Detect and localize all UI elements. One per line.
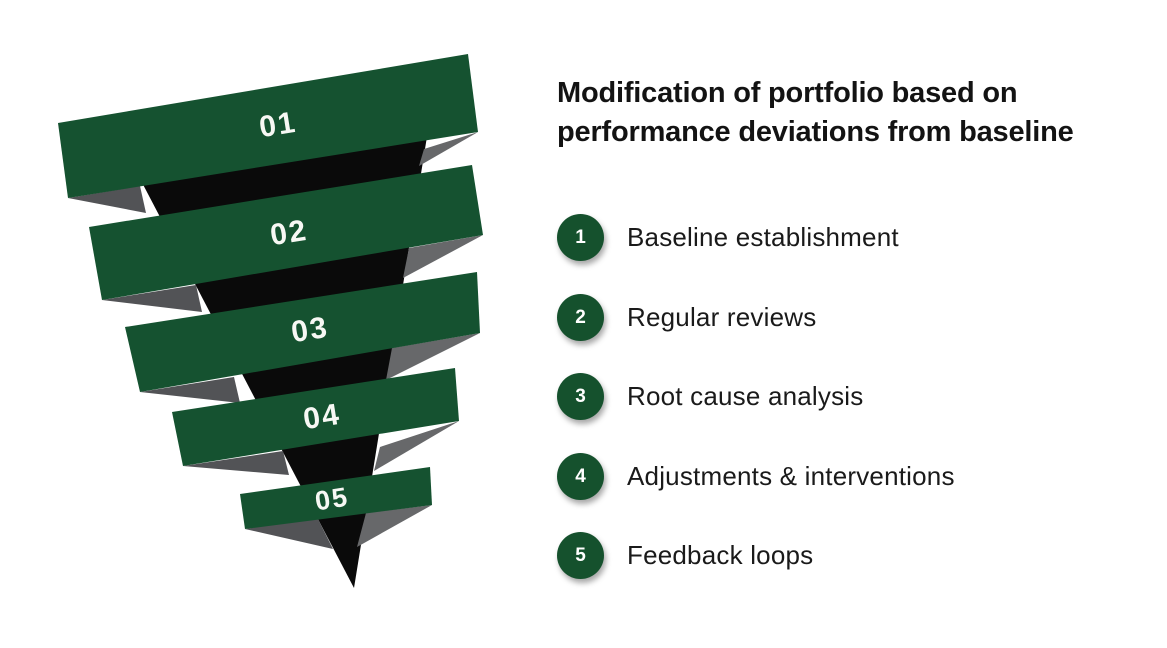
- band-01-fold-left: [68, 186, 146, 213]
- step-5-label: Feedback loops: [627, 540, 814, 570]
- step-3-badge: 3: [557, 373, 604, 420]
- step-5-badge: 5: [557, 532, 604, 579]
- band-02-number: 02: [268, 214, 310, 252]
- band-01-number: 01: [257, 106, 299, 144]
- funnel-band-01: 01: [58, 54, 478, 198]
- band-04-shape: [172, 368, 459, 466]
- steps-list: 1 Baseline establishment 2 Regular revie…: [557, 214, 955, 579]
- step-row-2: 2 Regular reviews: [557, 293, 955, 341]
- band-05-fold-left: [245, 517, 333, 549]
- step-3-label: Root cause analysis: [627, 381, 864, 411]
- band-03-fold-left: [140, 377, 240, 403]
- funnel-band-04: 04: [172, 368, 459, 466]
- funnel-band-03: 03: [125, 272, 480, 392]
- band-03-shape: [125, 272, 480, 392]
- band-02-fold-left: [102, 285, 202, 312]
- step-2-label: Regular reviews: [627, 301, 817, 332]
- funnel-diagram: 01 02 03 04 05: [58, 54, 483, 588]
- band-03-fold-right: [386, 333, 480, 380]
- page-title: Modification of portfolio based on perfo…: [557, 77, 1074, 148]
- band-01-shape: [58, 54, 478, 198]
- step-4-label: Adjustments & interventions: [627, 460, 955, 491]
- step-5-number: 5: [575, 545, 586, 566]
- step-row-4: 4 Adjustments & interventions: [557, 452, 955, 500]
- step-2-number: 2: [575, 306, 586, 328]
- band-04-fold-left: [183, 451, 289, 475]
- step-1-label: Baseline establishment: [627, 222, 899, 252]
- step-3-number: 3: [575, 386, 586, 407]
- step-1-number: 1: [575, 227, 586, 248]
- band-04-number: 04: [301, 398, 343, 436]
- step-row-3: 3 Root cause analysis: [557, 373, 955, 420]
- step-2-badge: 2: [557, 293, 604, 341]
- band-04-fold-right: [374, 421, 459, 471]
- funnel-band-02: 02: [89, 165, 483, 300]
- step-row-5: 5 Feedback loops: [557, 532, 955, 579]
- funnel-band-05: 05: [240, 467, 432, 529]
- step-row-1: 1 Baseline establishment: [557, 214, 955, 261]
- step-1-badge: 1: [557, 214, 604, 261]
- band-05-shape: [240, 467, 432, 529]
- band-02-shape: [89, 165, 483, 300]
- band-05-fold-right: [357, 505, 432, 547]
- band-05-number: 05: [313, 482, 351, 517]
- step-4-badge: 4: [557, 452, 604, 500]
- step-4-number: 4: [575, 465, 586, 487]
- band-01-fold-right: [419, 132, 478, 166]
- band-02-fold-right: [403, 235, 483, 278]
- band-03-number: 03: [289, 311, 331, 349]
